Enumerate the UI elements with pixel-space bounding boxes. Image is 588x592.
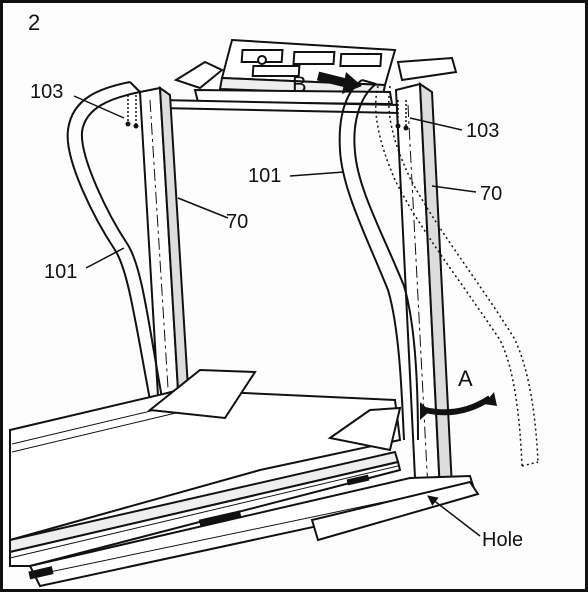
label-70-right: 70 <box>480 183 502 205</box>
leader-lines <box>73 95 481 537</box>
arrow-b <box>316 71 362 94</box>
right-handrail-dotted <box>375 85 539 467</box>
right-handrail-101 <box>338 79 419 441</box>
arrow-a <box>420 392 497 420</box>
bolt-heads <box>125 121 409 131</box>
step-number: 2 <box>28 10 40 35</box>
label-101-left: 101 <box>44 261 77 283</box>
treadmill-deck <box>9 368 480 588</box>
label-arrow-b: B <box>292 72 307 97</box>
label-70-center: 70 <box>226 211 248 233</box>
label-hole: Hole <box>482 529 523 551</box>
label-103-left: 103 <box>30 81 63 103</box>
label-arrow-a: A <box>458 366 473 391</box>
console <box>173 38 458 106</box>
label-103-right: 103 <box>466 120 499 142</box>
treadmill-illustration: 2 103 103 101 70 70 101 A B Hole <box>9 10 539 588</box>
label-101-center: 101 <box>248 165 281 187</box>
left-upright-70 <box>138 85 190 398</box>
bolt-holes-103 <box>127 95 407 126</box>
